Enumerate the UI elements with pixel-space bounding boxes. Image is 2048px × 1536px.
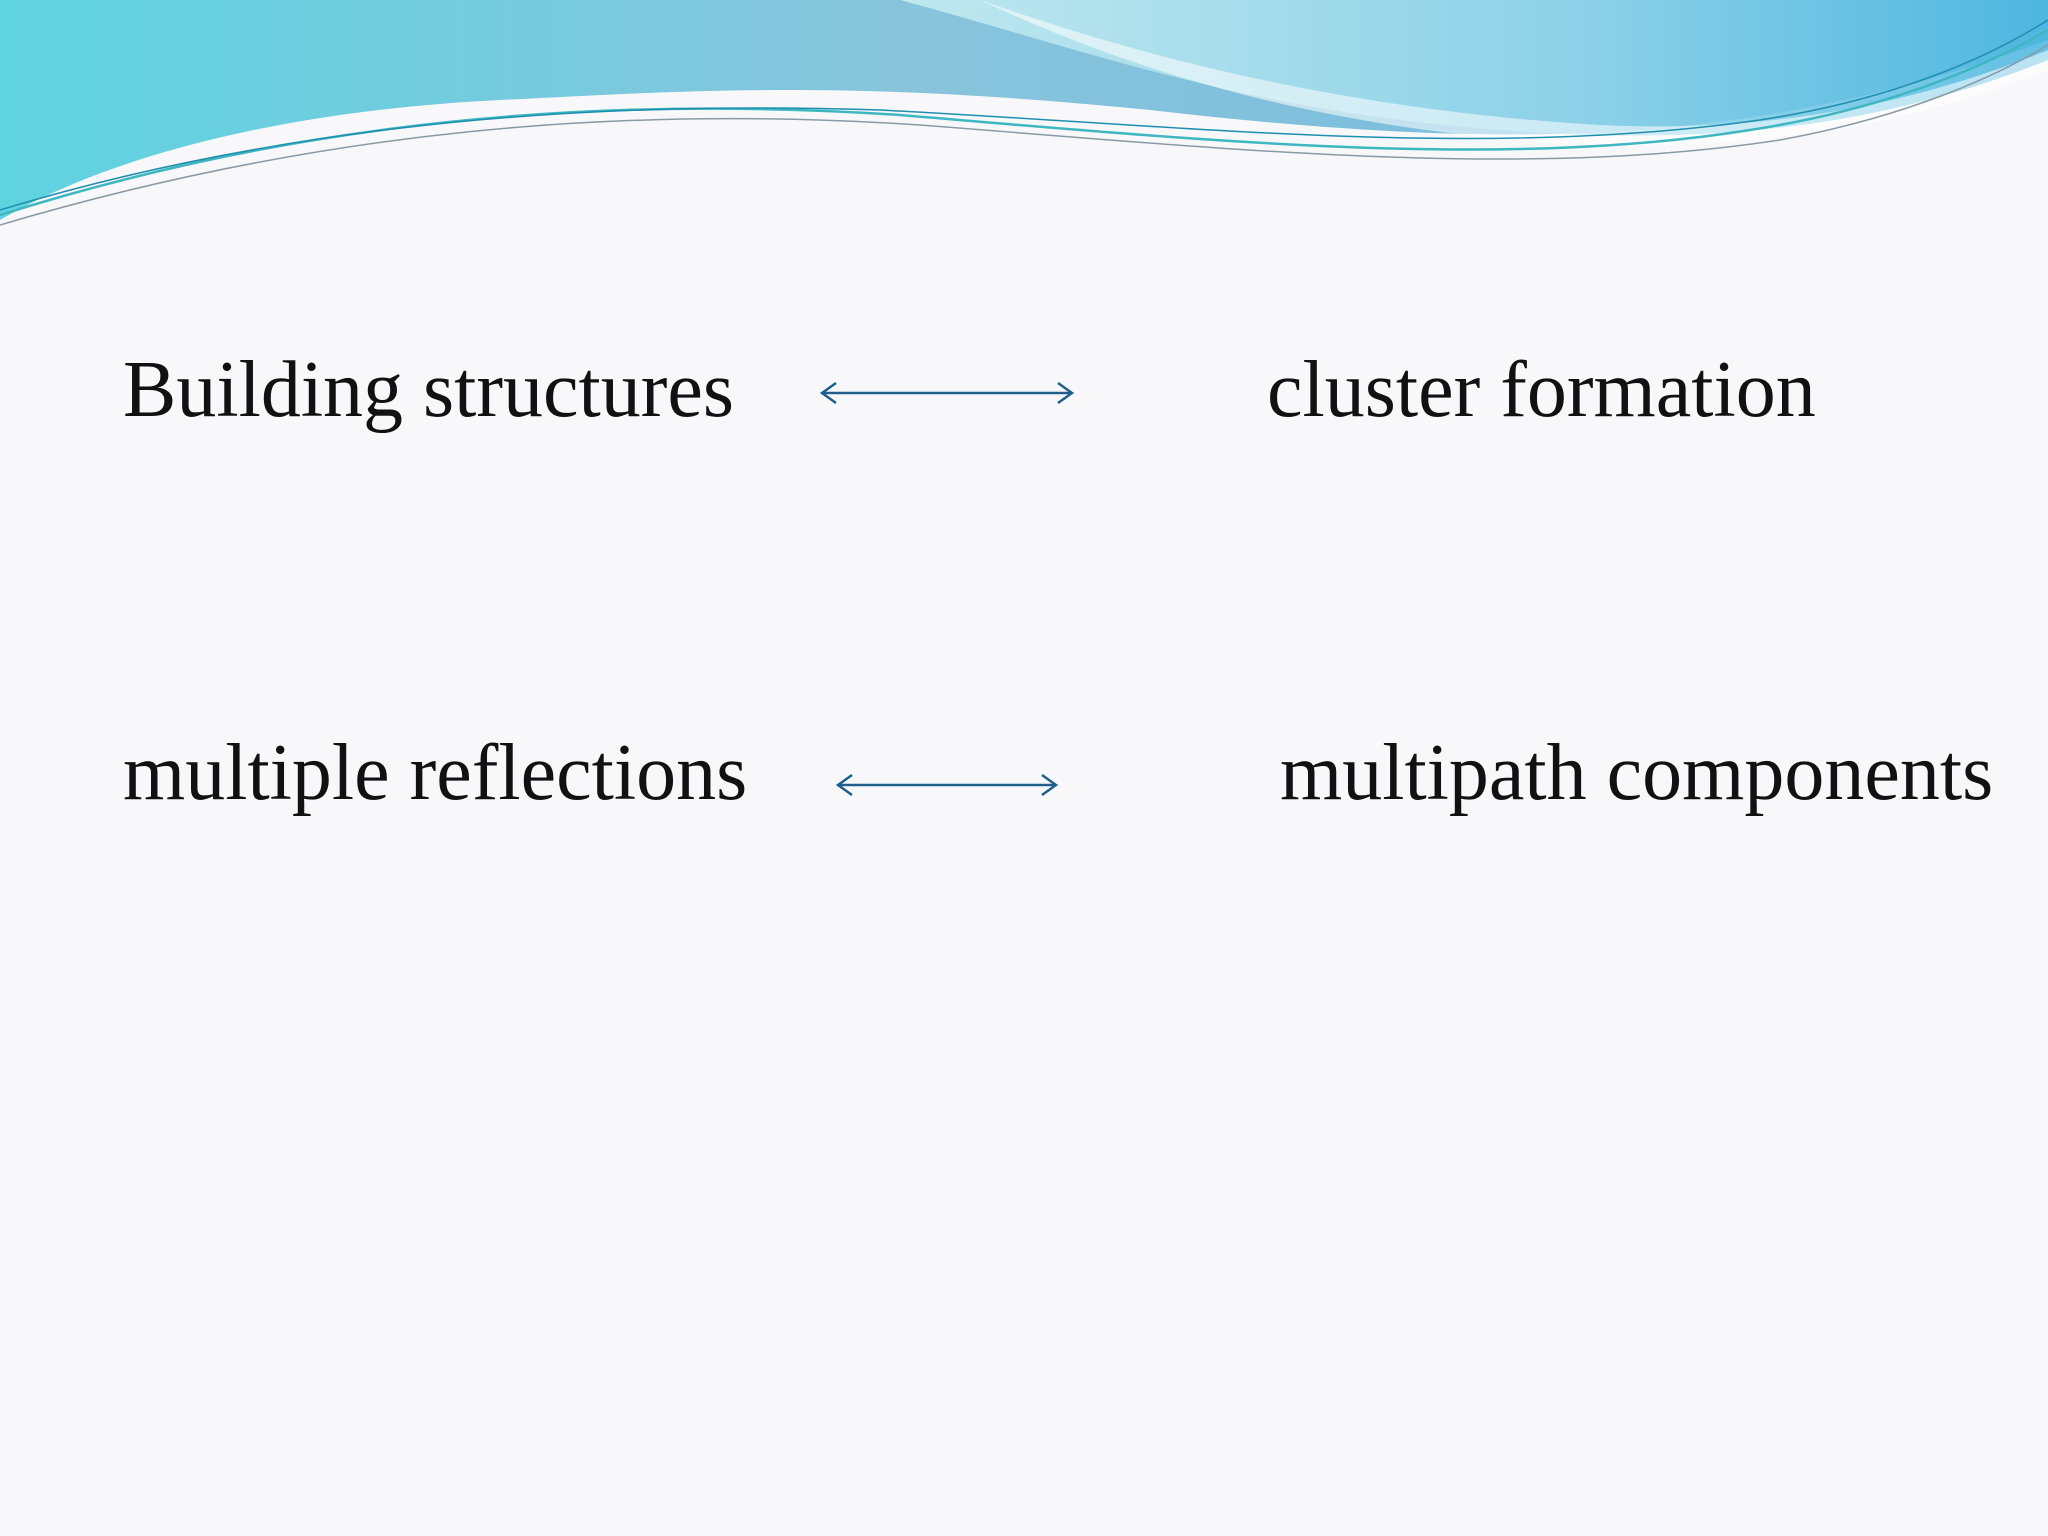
double-arrow-icon (835, 773, 1059, 797)
row-1-left-text: Building structures (123, 346, 735, 434)
wave-line-2 (0, 44, 2048, 226)
row-2-right-text: multipath components (1280, 729, 1994, 817)
row-2-left-text: multiple reflections (123, 729, 748, 817)
decorative-wave-banner (0, 0, 2048, 226)
wave-line-3 (0, 19, 2048, 211)
wave-shape-highlight (980, 0, 2048, 146)
row-1-right-text: cluster formation (1267, 346, 1816, 434)
double-arrow-icon (819, 381, 1075, 405)
wave-shape-light (900, 0, 2048, 136)
